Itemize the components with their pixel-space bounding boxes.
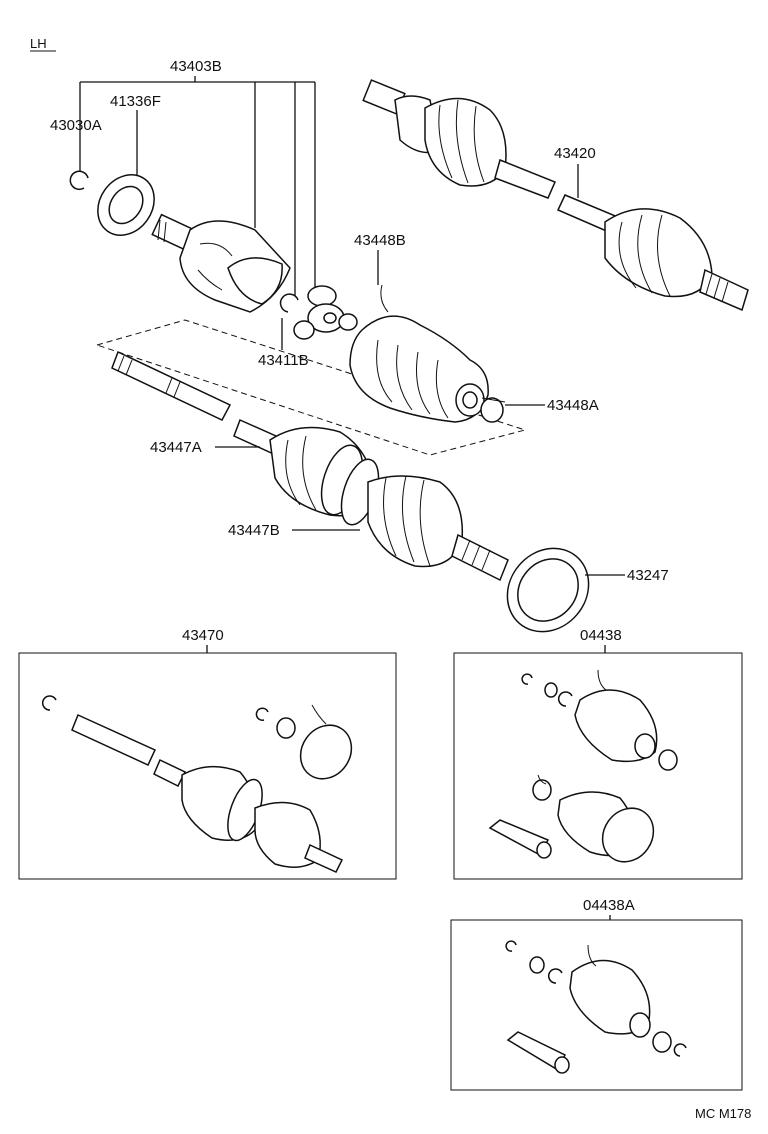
callout-43411B: 43411B [258,318,309,369]
inner-boot-43448B [349,315,489,423]
svg-text:41336F: 41336F [110,93,161,110]
circlip-43411B [279,293,299,313]
svg-text:43447A: 43447A [150,439,202,456]
callout-43403B: 43403B [79,58,316,300]
svg-text:43447B: 43447B [228,522,280,539]
washer-41336F [97,174,155,236]
illustration-code: MC M178 [695,1106,751,1121]
svg-text:43030A: 43030A [50,117,102,134]
callout-43447A: 43447A [150,439,260,456]
callout-43447B: 43447B [228,522,360,539]
boot-clamp-wire [380,284,389,313]
callout-43448B: 43448B [354,232,406,285]
svg-text:43403B: 43403B [170,58,222,75]
drive-shaft-43420 [362,79,749,312]
kit-43470: 43470 [18,627,397,880]
svg-text:43420: 43420 [554,145,596,162]
kit-04438: 04438 [453,627,743,880]
tripod-spider [293,285,358,340]
svg-text:04438: 04438 [580,627,622,644]
boot-clamp-43448A [480,397,506,423]
svg-text:04438A: 04438A [583,897,635,914]
svg-text:43448A: 43448A [547,397,599,414]
side-label: LH [30,36,47,51]
kit-04438A: 04438A [450,897,743,1091]
svg-text:43470: 43470 [182,627,224,644]
callout-43420: 43420 [554,145,596,198]
svg-text:43411B: 43411B [258,352,309,369]
svg-text:43448B: 43448B [354,232,406,249]
callout-43030A: 43030A [50,117,102,134]
snap-ring-43030A [69,170,89,191]
dust-seal-43247 [506,547,590,633]
callout-43247: 43247 [585,567,669,584]
outer-joint-housing [151,213,291,313]
boot-kit-dashed-box [95,319,527,456]
drive-shaft-middle [111,350,509,582]
callout-41336F: 41336F [110,93,161,178]
svg-text:43247: 43247 [627,567,669,584]
callout-43448A: 43448A [505,397,599,414]
